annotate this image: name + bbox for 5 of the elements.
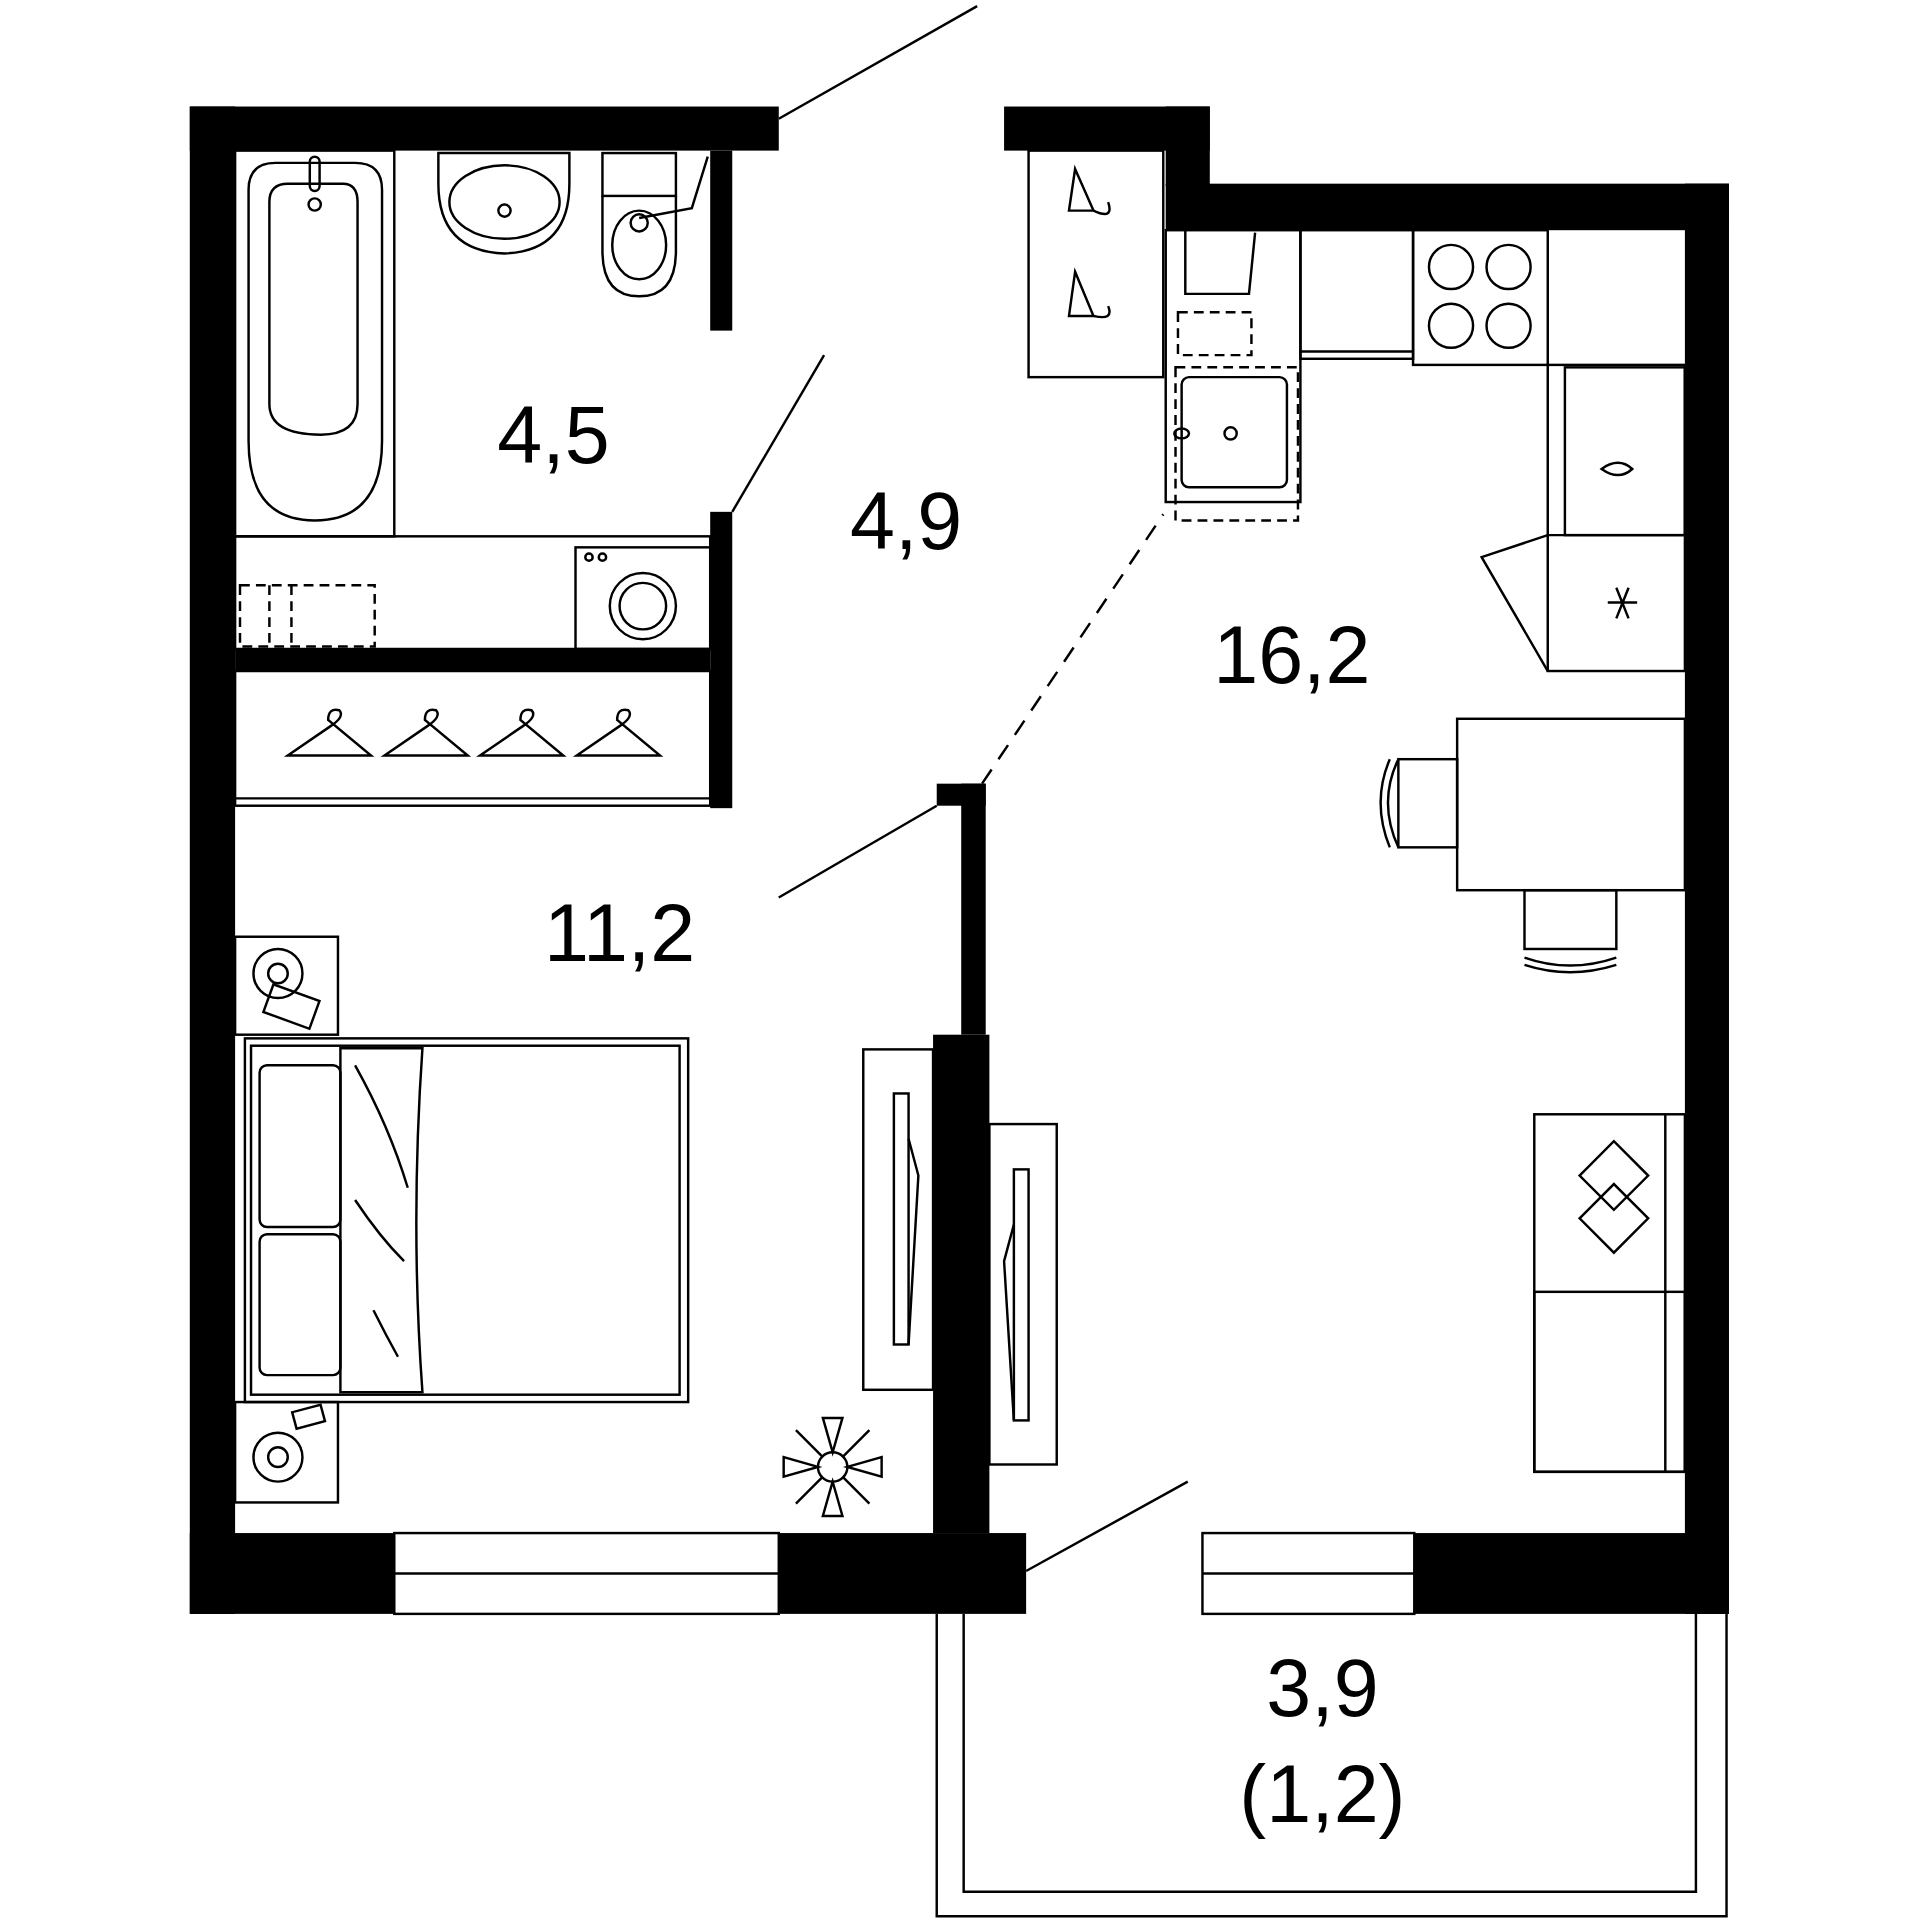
area-label: 11,2: [543, 892, 696, 974]
area-label: 3,9: [1266, 1646, 1379, 1728]
area-label: 4,9: [849, 480, 963, 561]
area-label: 16,2: [1213, 614, 1371, 696]
area-label: 4,5: [497, 394, 610, 476]
